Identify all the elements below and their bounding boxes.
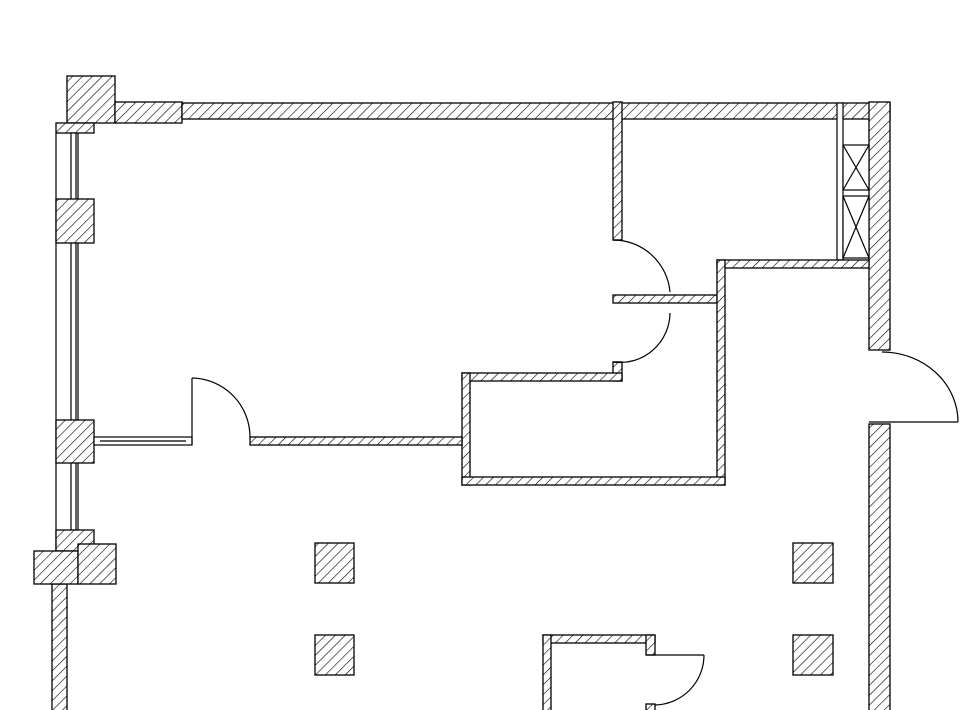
partition [461,476,726,486]
door-jamb [645,703,656,710]
left-window-wall [33,132,117,585]
left-wall-cap [55,122,95,134]
pier [55,198,95,244]
column [792,634,834,676]
left-wall-lower [51,583,68,710]
column [314,542,355,584]
partition [542,634,552,710]
door-jamb [645,634,656,656]
top-wall [181,102,891,120]
exterior-walls [51,75,891,710]
partition [612,294,718,304]
entry-door-swing [869,351,959,423]
partition [249,436,463,446]
column [314,634,355,676]
doors [191,239,959,706]
corner-column [66,75,116,124]
door-swing [646,654,705,706]
door-swing [191,377,251,445]
window-glazing [70,132,77,545]
storage-closet [836,102,870,261]
partition [461,372,623,382]
partition [612,101,623,241]
door-swing [612,239,671,364]
interior-walls [93,101,870,710]
right-wall-lower [868,423,891,710]
structural-columns [314,542,834,676]
pier [55,419,95,464]
right-wall-upper [868,101,891,351]
partition [542,634,656,644]
column [792,542,834,584]
partition [716,259,870,269]
column [33,550,79,585]
partition [716,259,726,486]
column [77,543,117,585]
top-wall-segment [114,101,183,124]
partition [461,372,471,486]
